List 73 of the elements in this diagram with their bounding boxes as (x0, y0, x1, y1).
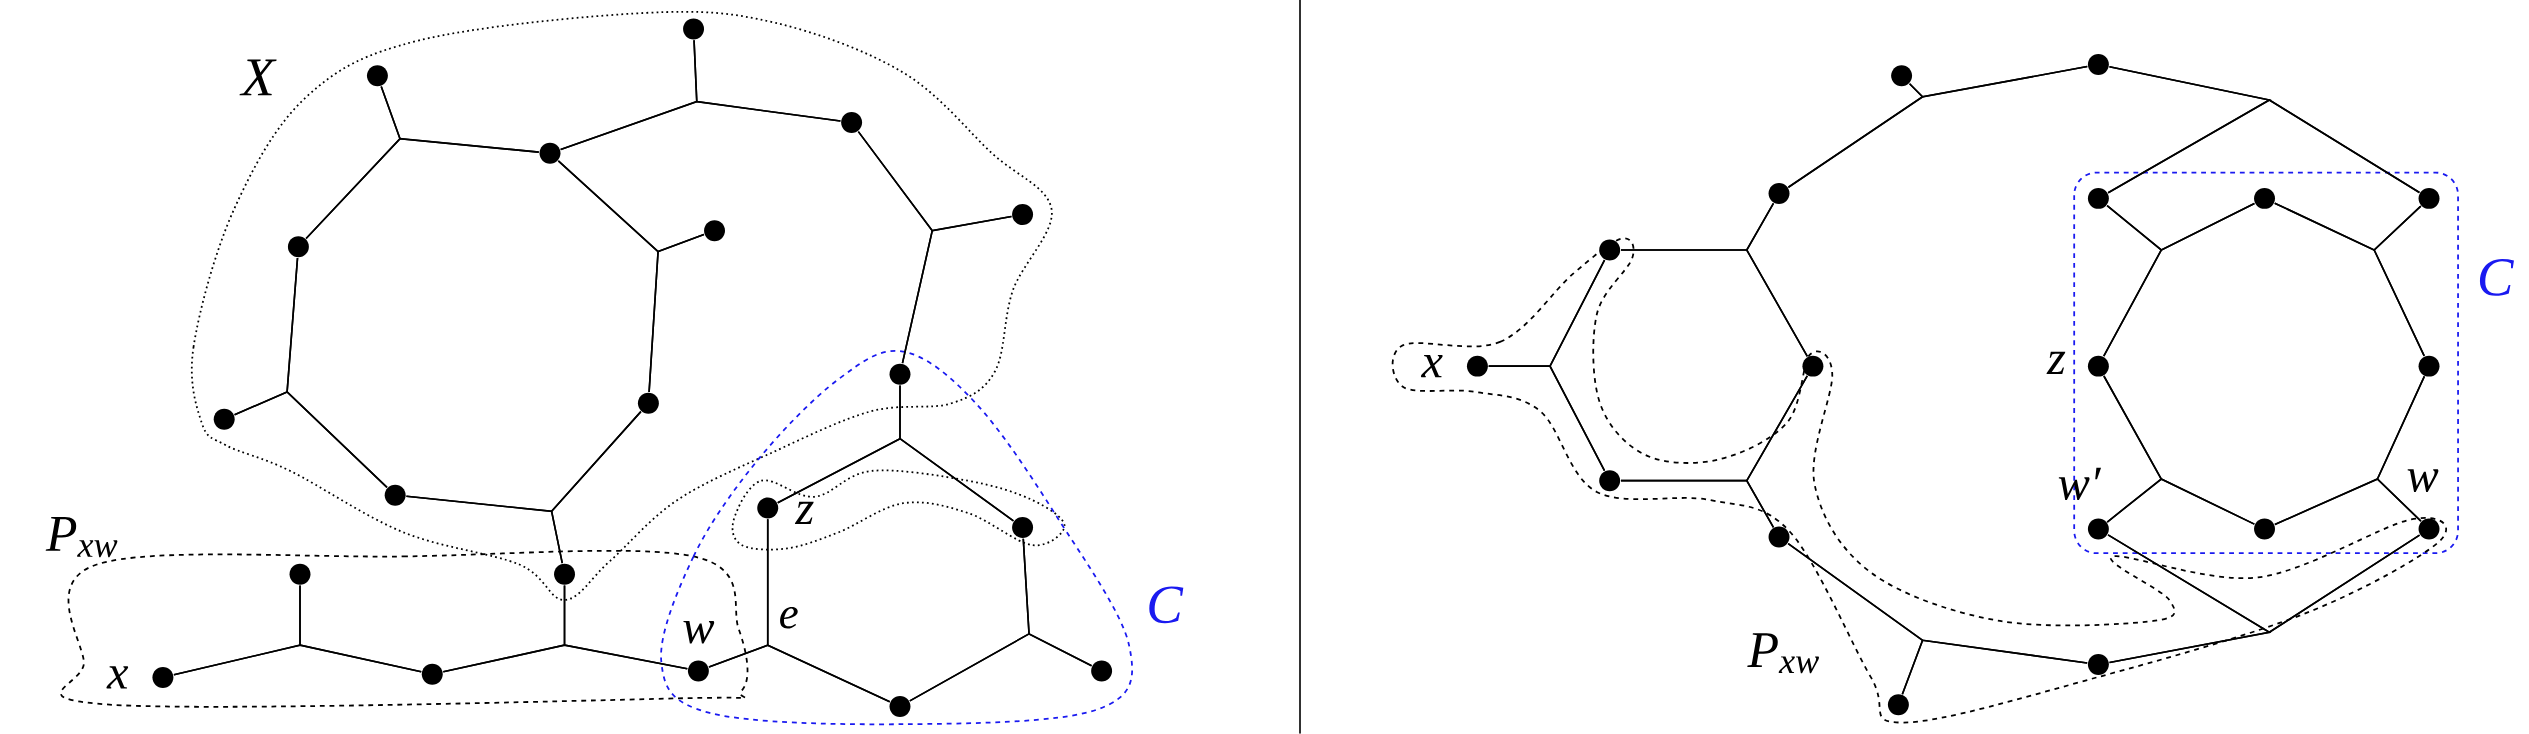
vertex-dot (2418, 355, 2440, 377)
set-label: P$_{xw}$ (1747, 633, 1819, 674)
graph-edge (766, 518, 891, 703)
vertex-dot (683, 18, 705, 40)
graph-edge (909, 633, 1093, 702)
vertex-dot (2418, 518, 2440, 540)
vertex-dot (757, 497, 779, 519)
set-label: X (239, 59, 277, 96)
graph-edge (1787, 65, 2089, 189)
vertex-dot (1768, 526, 1790, 548)
vertex-dot (704, 220, 725, 242)
vertex-dot (287, 236, 309, 258)
vertex-dot (2418, 187, 2440, 209)
graph-edge (1745, 375, 1809, 529)
graph-edge (2373, 205, 2425, 357)
graph-edge (2274, 478, 2422, 526)
vertex-label: x (106, 666, 129, 689)
vertex-dot (2087, 518, 2109, 540)
vertex-dot (384, 484, 406, 506)
graph-edge (305, 137, 540, 240)
vertex-dot (539, 142, 561, 164)
graph-edge (2107, 99, 2421, 194)
vertex-dot (1599, 470, 1621, 492)
set-label: e (780, 606, 798, 629)
set-label: C (1149, 586, 1184, 624)
vertex-dot (366, 65, 388, 87)
vertex-dot (152, 667, 174, 688)
vertex-dot (421, 663, 443, 685)
vertex-label: w (683, 621, 715, 644)
vertex-dot (1887, 694, 1909, 716)
vertex-dot (1599, 239, 1621, 261)
set-label: P$_{xw}$ (45, 517, 118, 558)
graph-edge (1901, 639, 2088, 696)
vertex-dot (289, 563, 311, 585)
vertex-dot (889, 696, 911, 717)
graph-edge (776, 437, 1015, 522)
graph-edge (2108, 534, 2421, 664)
graph-edge (1549, 259, 1606, 472)
vertex-label: w′ (2058, 467, 2102, 500)
vertex-dot (1012, 204, 1034, 226)
vertex-dot (637, 392, 659, 414)
vertex-dot (1012, 517, 1034, 538)
vertex-dot (889, 363, 911, 385)
vertex-dot (2087, 54, 2109, 76)
graph-edge (1620, 249, 1809, 358)
vertex-label: z (2046, 351, 2066, 375)
vertex-dot (213, 408, 235, 430)
vertex-dot (1891, 65, 1913, 87)
set-label: C (2479, 259, 2514, 296)
vertex-dot (1091, 660, 1113, 682)
graph-edge (648, 233, 705, 393)
graph-edge (405, 495, 564, 564)
graph-edge (233, 391, 388, 489)
vertex-dot (2087, 355, 2109, 377)
vertex-dot (1768, 183, 1790, 205)
vertex-dot (841, 112, 863, 134)
vertex-label: z (794, 501, 814, 525)
vertex-dot (2254, 187, 2275, 209)
graph-edge (563, 584, 689, 670)
vertex-dot (1466, 355, 1488, 377)
vertex-dot (1802, 355, 1824, 377)
vertex-dot (2254, 518, 2275, 540)
vertex-label: x (1420, 355, 1443, 378)
vertex-dot (687, 660, 709, 682)
graph-edge (901, 215, 1013, 365)
graph-edge (299, 584, 423, 673)
vertex-dot (2087, 187, 2109, 209)
graph-edge (2102, 202, 2256, 358)
vertex-dot (2087, 654, 2109, 676)
graph-edge (2106, 478, 2256, 525)
graph-edge (559, 100, 842, 151)
vertex-label: w (2407, 469, 2439, 493)
vertex-dot (554, 563, 575, 585)
